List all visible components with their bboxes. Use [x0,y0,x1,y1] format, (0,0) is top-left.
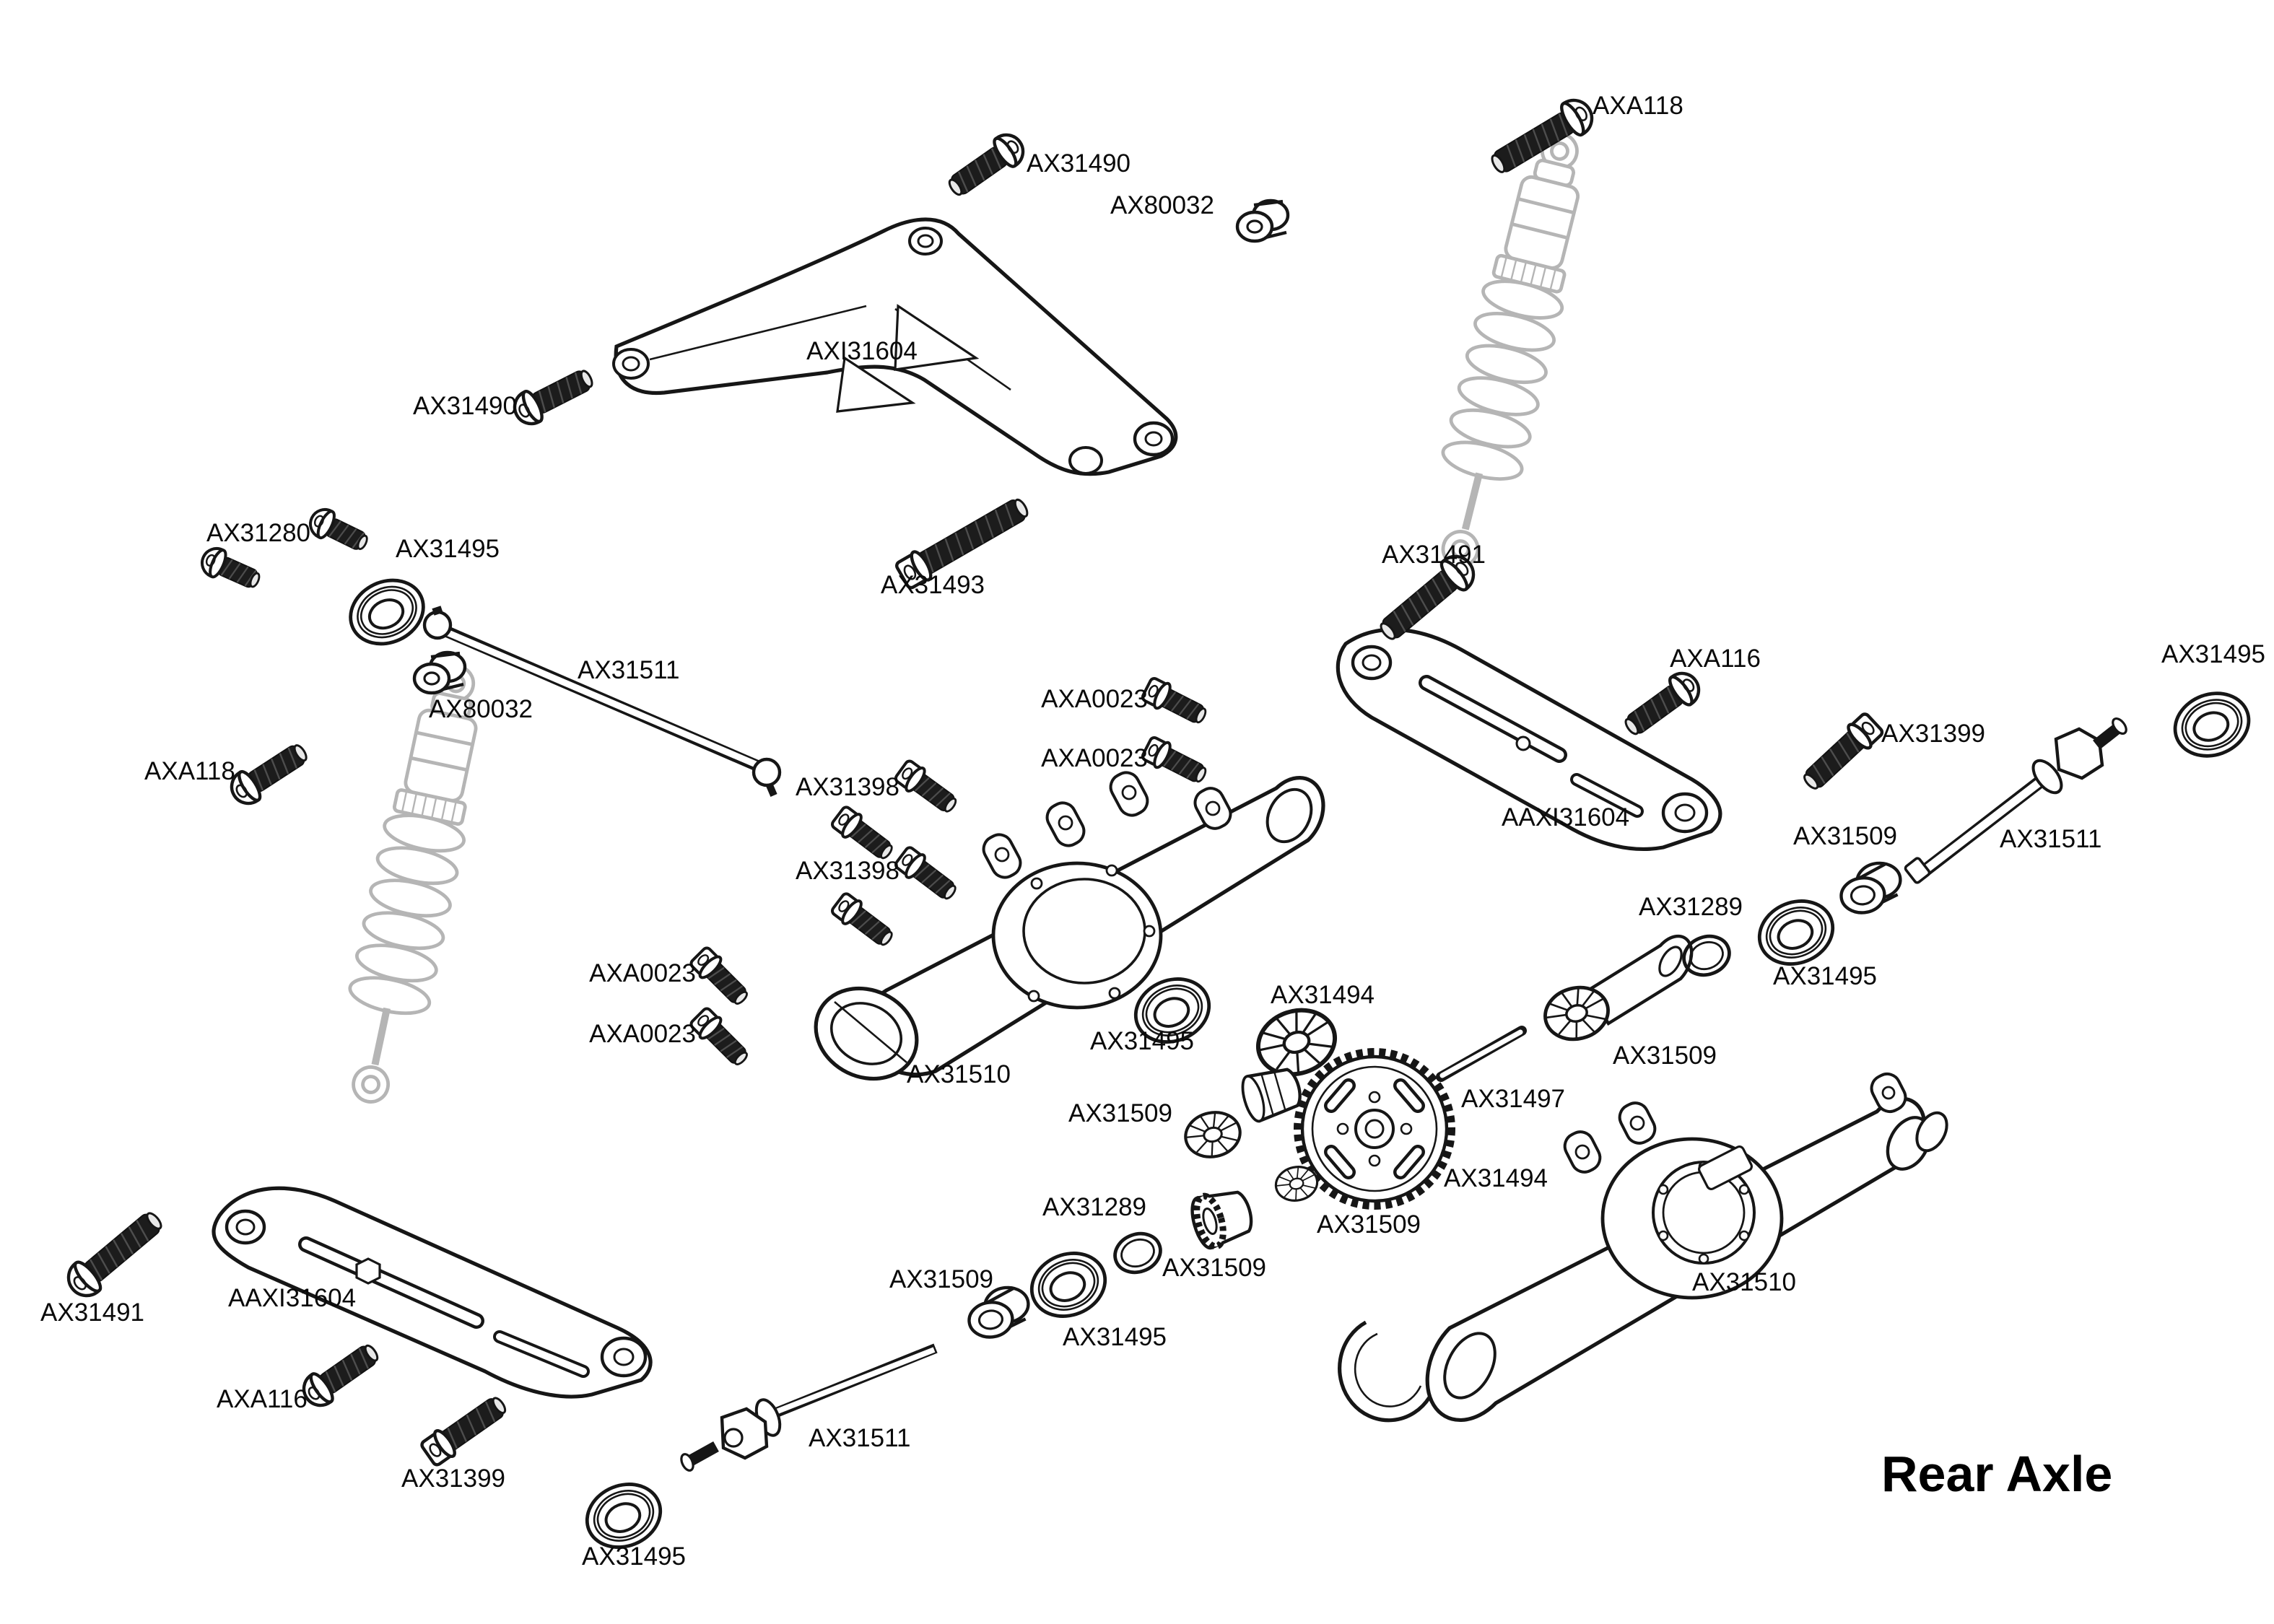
screw-ax31280-b [196,542,266,596]
bushing-ax80032-left [414,652,465,693]
part-label-ax31510-c: AX31510 [907,1060,1011,1088]
bearing-ax31495-topleft [340,569,434,655]
part-label-ax31495-r2: AX31495 [1773,962,1877,990]
part-label-ax31398-2: AX31398 [796,857,899,885]
part-labels-layer: AXA118AX31490AX80032AXI31604AX31490AX312… [40,92,2265,1571]
part-label-axa116-l: AXA116 [217,1385,308,1413]
screw-axa0023-3 [689,946,754,1010]
screw-axa0023-2 [1138,733,1212,790]
part-label-axa0023-4: AXA0023 [589,1020,696,1048]
part-label-ax31511-b: AX31511 [809,1424,910,1452]
part-label-ax31511-r: AX31511 [2000,825,2101,853]
part-label-ax31509-rr: AX31509 [1613,1042,1717,1070]
part-label-axa118-l: AXA118 [144,757,235,785]
part-label-ax80032-l: AX80032 [429,695,533,723]
part-label-axa118-tr: AXA118 [1593,92,1683,120]
rear-axle-assembled [1338,1072,1948,1423]
part-label-ax31399-r: AX31399 [1881,720,1985,748]
part-label-ax31491-r: AX31491 [1382,541,1486,569]
diagram-title: Rear Axle [1881,1446,2112,1502]
part-label-axa116-r: AXA116 [1670,645,1761,673]
part-label-ax31494-b: AX31494 [1444,1164,1548,1192]
screw-axa116-left [297,1337,384,1412]
screw-ax31490-top [943,128,1029,203]
diff-locker-cup-toothed [1190,1190,1253,1250]
bushing-ax31509-left [966,1285,1031,1339]
part-label-axa0023-2: AXA0023 [1041,744,1148,772]
diff-cross-pin [1436,1026,1527,1082]
part-label-ax31398-1: AX31398 [796,773,899,801]
part-label-ax31510-br: AX31510 [1692,1268,1796,1296]
part-label-ax31495-rfar: AX31495 [2161,640,2265,668]
screw-ax31398-1 [893,759,961,818]
part-label-ax31495-lc: AX31495 [1063,1323,1167,1351]
part-label-ax31509-r1: AX31509 [1793,822,1897,850]
part-label-ax31509-c3: AX31509 [1162,1254,1266,1282]
diff-outdrive-right [1540,934,1694,1046]
bushing-ax31509-right [1838,861,1903,914]
part-label-ax31495-tl: AX31495 [396,535,500,563]
bearing-ax31495-farright [2166,684,2257,767]
part-label-ax31495-bl: AX31495 [582,1542,686,1571]
upper-link-rod [422,606,782,797]
axle-shaft-right [1904,717,2127,884]
part-label-ax31509-c2: AX31509 [1317,1210,1421,1239]
part-label-ax31497: AX31497 [1461,1085,1565,1113]
part-label-ax31399-l: AX31399 [401,1464,505,1493]
screw-ax31399-right [1798,712,1885,795]
screw-axa116-right [1619,667,1705,743]
part-label-ax31511-top: AX31511 [578,656,679,684]
part-label-ax31493: AX31493 [881,571,985,599]
shim-ax31289-center [1110,1228,1166,1279]
axle-shaft-bottom [680,1343,938,1472]
screw-ax31491-bottomleft [61,1205,169,1304]
part-label-ax31491-bl: AX31491 [40,1298,144,1327]
part-label-axa0023-3: AXA0023 [589,959,696,987]
screw-ax31398-4 [828,889,899,953]
screw-ax31398-2 [828,803,899,867]
shock-absorber-left [328,658,500,1110]
shock-absorber-right [1417,125,1603,576]
part-label-axi31604: AXI31604 [806,337,918,365]
bearing-ax31495-center-low [1022,1243,1115,1327]
screw-axa0023-1 [1138,674,1212,731]
axle-housing-center [814,771,1325,1081]
part-label-ax31280: AX31280 [206,519,310,547]
screw-axa0023-4 [689,1006,754,1071]
part-label-axa0023-1: AXA0023 [1041,685,1148,713]
screw-ax31490-left [509,362,598,429]
part-label-ax31289-r: AX31289 [1639,893,1743,921]
screw-ax31399-left [419,1391,511,1467]
part-label-ax31490-l: AX31490 [413,392,517,420]
spur-gear-ax31494 [1294,1048,1455,1210]
part-label-ax31509-l: AX31509 [889,1265,993,1293]
part-label-ax31494-t: AX31494 [1271,981,1375,1009]
part-label-ax31289-c: AX31289 [1042,1193,1146,1221]
upper-suspension-arm [612,217,1178,476]
part-label-aaxi31604-l: AAXI31604 [228,1284,356,1312]
lower-suspension-arm-right [1336,627,1722,851]
part-label-ax80032-t: AX80032 [1110,191,1214,219]
part-label-ax31490-t: AX31490 [1027,149,1131,178]
screw-ax31398-3 [892,843,963,907]
screw-axa118-left [225,737,313,810]
part-label-aaxi31604-r: AAXI31604 [1502,803,1629,831]
screw-ax31280-a [305,505,372,556]
part-label-ax31495-c: AX31495 [1090,1027,1194,1055]
diff-bevel-gear [1182,1107,1245,1161]
part-label-ax31509-c1: AX31509 [1068,1099,1172,1127]
lower-suspension-arm-left [212,1186,653,1399]
bushing-ax80032-top [1237,201,1288,241]
